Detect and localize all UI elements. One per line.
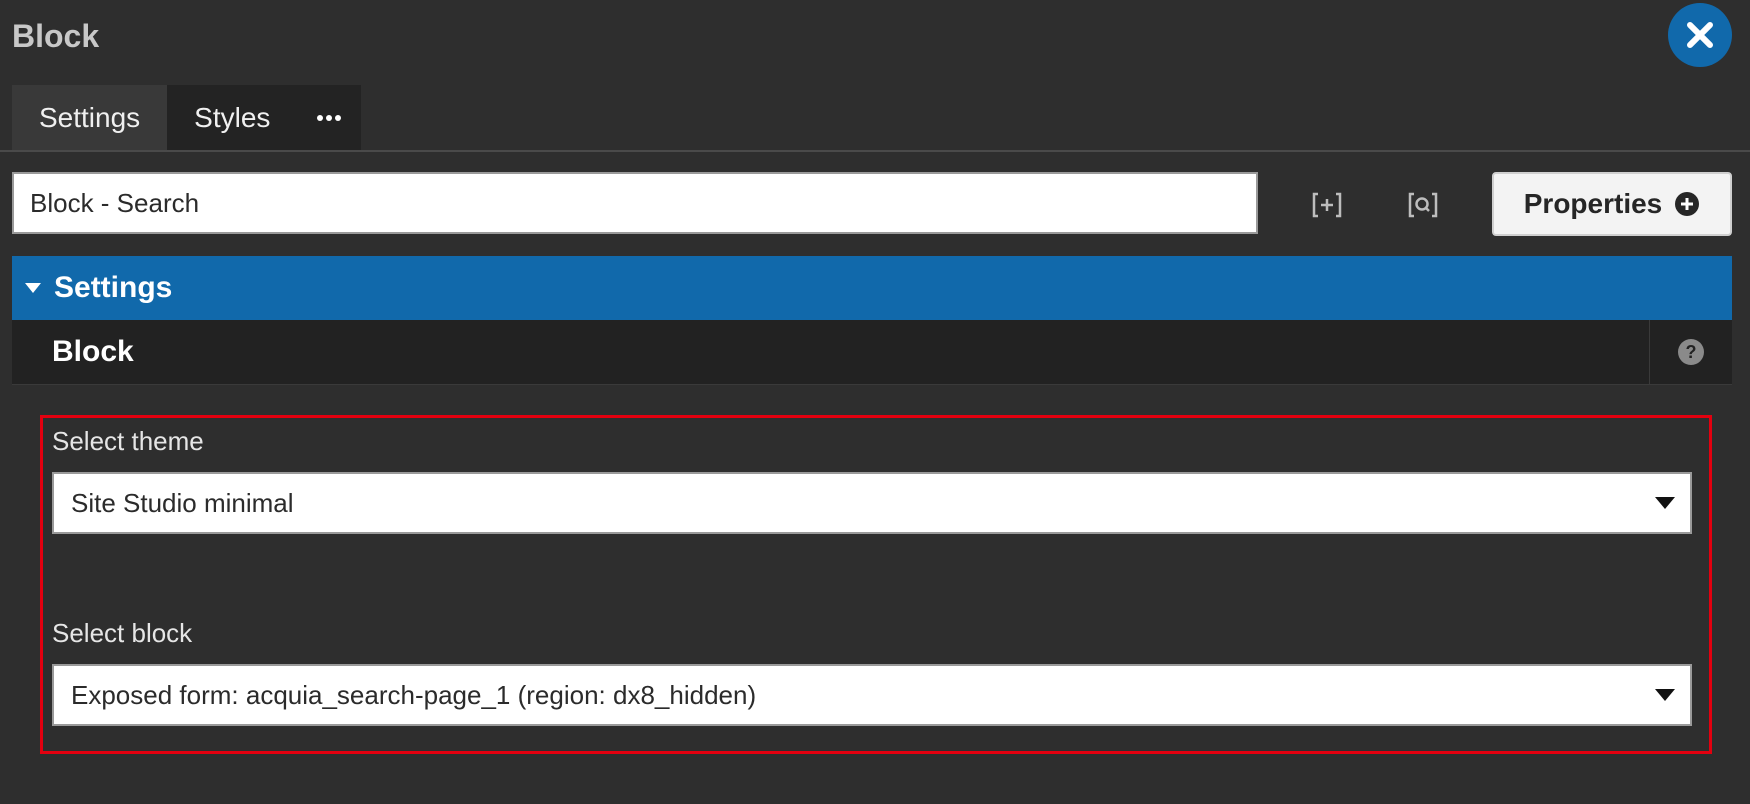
section-title: Settings <box>54 271 173 304</box>
expand-button[interactable] <box>1302 180 1352 230</box>
plus-circle-icon <box>1675 192 1700 216</box>
block-select[interactable]: Exposed form: acquia_search-page_1 (regi… <box>52 664 1692 726</box>
help-button[interactable]: ? <box>1649 320 1732 384</box>
select-theme-label: Select theme <box>52 426 204 456</box>
tab-divider <box>0 150 1750 152</box>
block-select-value: Exposed form: acquia_search-page_1 (regi… <box>71 679 757 710</box>
properties-label: Properties <box>1523 188 1663 219</box>
svg-text:?: ? <box>1686 342 1697 362</box>
select-block-label: Select block <box>52 618 193 648</box>
settings-panel <box>12 385 1732 804</box>
close-button[interactable] <box>1668 3 1732 67</box>
tab-bar: Settings Styles <box>12 85 362 150</box>
tab-styles[interactable]: Styles <box>167 85 298 150</box>
help-icon: ? <box>1678 339 1704 365</box>
close-icon <box>1687 22 1713 48</box>
chevron-down-icon <box>1655 497 1675 509</box>
properties-button[interactable]: Properties <box>1492 172 1732 236</box>
more-icon <box>317 114 342 121</box>
chevron-down-icon <box>1655 689 1675 701</box>
caret-down-icon <box>25 283 41 293</box>
highlight-frame <box>40 415 1712 754</box>
block-sub-header: Block ? <box>12 320 1732 385</box>
theme-select-value: Site Studio minimal <box>71 487 294 518</box>
expand-icon <box>1312 192 1342 218</box>
tab-more[interactable] <box>297 85 362 150</box>
sub-header-title: Block <box>52 335 134 368</box>
theme-select[interactable]: Site Studio minimal <box>52 472 1692 534</box>
search-icon <box>1408 192 1438 218</box>
search-button[interactable] <box>1398 180 1448 230</box>
element-name-input[interactable]: Block - Search <box>12 172 1258 234</box>
settings-section-header[interactable]: Settings <box>12 256 1732 320</box>
tab-settings[interactable]: Settings <box>12 85 168 150</box>
panel-title: Block <box>12 18 100 54</box>
